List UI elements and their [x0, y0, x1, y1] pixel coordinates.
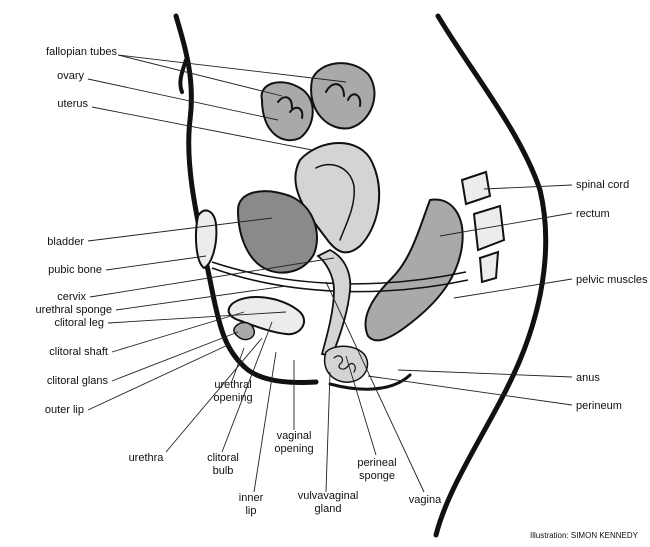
- labels: fallopian tubes ovary uterus bladder pub…: [36, 46, 648, 540]
- leader-cervix: [89, 257, 335, 298]
- label-uterus: uterus: [57, 98, 88, 110]
- gland-coils: [333, 355, 356, 373]
- clitoral-glans-shape: [233, 321, 255, 341]
- label-urethral-opening-line2: opening: [213, 392, 252, 404]
- leader-rectum: [439, 212, 573, 237]
- label-fallopian-tubes: fallopian tubes: [46, 46, 117, 58]
- label-urethral-opening-line1: urethral: [214, 379, 251, 391]
- label-bladder: bladder: [47, 236, 84, 248]
- leader-perineum: [367, 375, 573, 406]
- label-cervix: cervix: [57, 291, 86, 303]
- illustration-credit: Illustration: SIMON KENNEDY: [530, 531, 639, 540]
- pubic-bone-shape: [195, 209, 218, 270]
- leader-urethral-opening: [231, 347, 245, 382]
- label-clitoral-glans: clitoral glans: [47, 375, 109, 387]
- label-rectum: rectum: [576, 208, 610, 220]
- leader-clitoral-shaft: [111, 311, 245, 353]
- thigh-outline: [328, 373, 412, 391]
- label-spinal-cord: spinal cord: [576, 179, 629, 191]
- leader-clitoral-glans: [111, 331, 239, 382]
- label-inner-lip-line1: inner: [239, 492, 264, 504]
- fimbriae: [277, 83, 362, 119]
- vaginal-canal: [316, 248, 352, 358]
- leader-fallopian-tubes-2: [117, 54, 283, 97]
- label-vaginal-opening-line1: vaginal: [277, 430, 312, 442]
- label-perineal-sponge-line1: perineal: [357, 457, 396, 469]
- label-urethral-sponge: urethral sponge: [36, 304, 112, 316]
- label-clitoral-leg: clitoral leg: [54, 317, 104, 329]
- label-vulvavaginal-gland-line1: vulvavaginal: [298, 490, 359, 502]
- illustration: [173, 13, 549, 538]
- rectum-shape: [364, 198, 464, 342]
- vertebra-1: [460, 170, 492, 206]
- label-ovary: ovary: [57, 70, 84, 82]
- label-pubic-bone: pubic bone: [48, 264, 102, 276]
- leader-clitoral-leg: [107, 311, 287, 324]
- label-clitoral-bulb-line2: bulb: [213, 465, 234, 477]
- leader-clitoral-bulb: [221, 321, 273, 453]
- leader-bladder: [87, 217, 273, 242]
- ovary-left: [260, 81, 314, 142]
- spine-mark: [178, 58, 188, 94]
- label-anus: anus: [576, 372, 600, 384]
- leader-perineal-sponge: [345, 355, 377, 456]
- leader-spinal-cord: [483, 184, 573, 190]
- vertebra-2: [472, 204, 506, 252]
- leader-pubic-bone: [105, 255, 207, 271]
- label-inner-lip-line2: lip: [245, 505, 256, 517]
- leader-pelvic-muscles: [453, 278, 573, 299]
- leader-inner-lip: [253, 351, 277, 493]
- clitoris-shape: [227, 296, 305, 336]
- leader-outer-lip: [87, 343, 231, 411]
- uterus-cavity: [315, 163, 355, 241]
- leader-lines: [87, 54, 573, 493]
- leader-fallopian-tubes-1: [117, 54, 347, 83]
- vulvovaginal-gland-shape: [323, 345, 369, 383]
- leader-uterus: [91, 106, 313, 151]
- label-urethra: urethra: [129, 452, 165, 464]
- label-perineal-sponge-line2: sponge: [359, 470, 395, 482]
- label-clitoral-shaft: clitoral shaft: [49, 346, 108, 358]
- vertebra-3: [478, 250, 500, 284]
- label-perineum: perineum: [576, 400, 622, 412]
- label-clitoral-bulb-line1: clitoral: [207, 452, 239, 464]
- leader-urethral-sponge: [115, 285, 287, 311]
- leader-vagina: [325, 281, 425, 493]
- label-pelvic-muscles: pelvic muscles: [576, 274, 648, 286]
- label-vulvavaginal-gland-line2: gland: [315, 503, 342, 515]
- leader-ovary: [87, 78, 279, 121]
- label-outer-lip: outer lip: [45, 404, 84, 416]
- label-vaginal-opening-line2: opening: [274, 443, 313, 455]
- leader-vulvavaginal-gland: [325, 371, 331, 493]
- leader-anus: [397, 369, 573, 378]
- leader-urethra: [165, 337, 263, 453]
- bladder-shape: [236, 190, 318, 274]
- label-vagina: vagina: [409, 494, 442, 506]
- body-outline-back: [433, 13, 549, 538]
- ovary-right: [310, 62, 376, 130]
